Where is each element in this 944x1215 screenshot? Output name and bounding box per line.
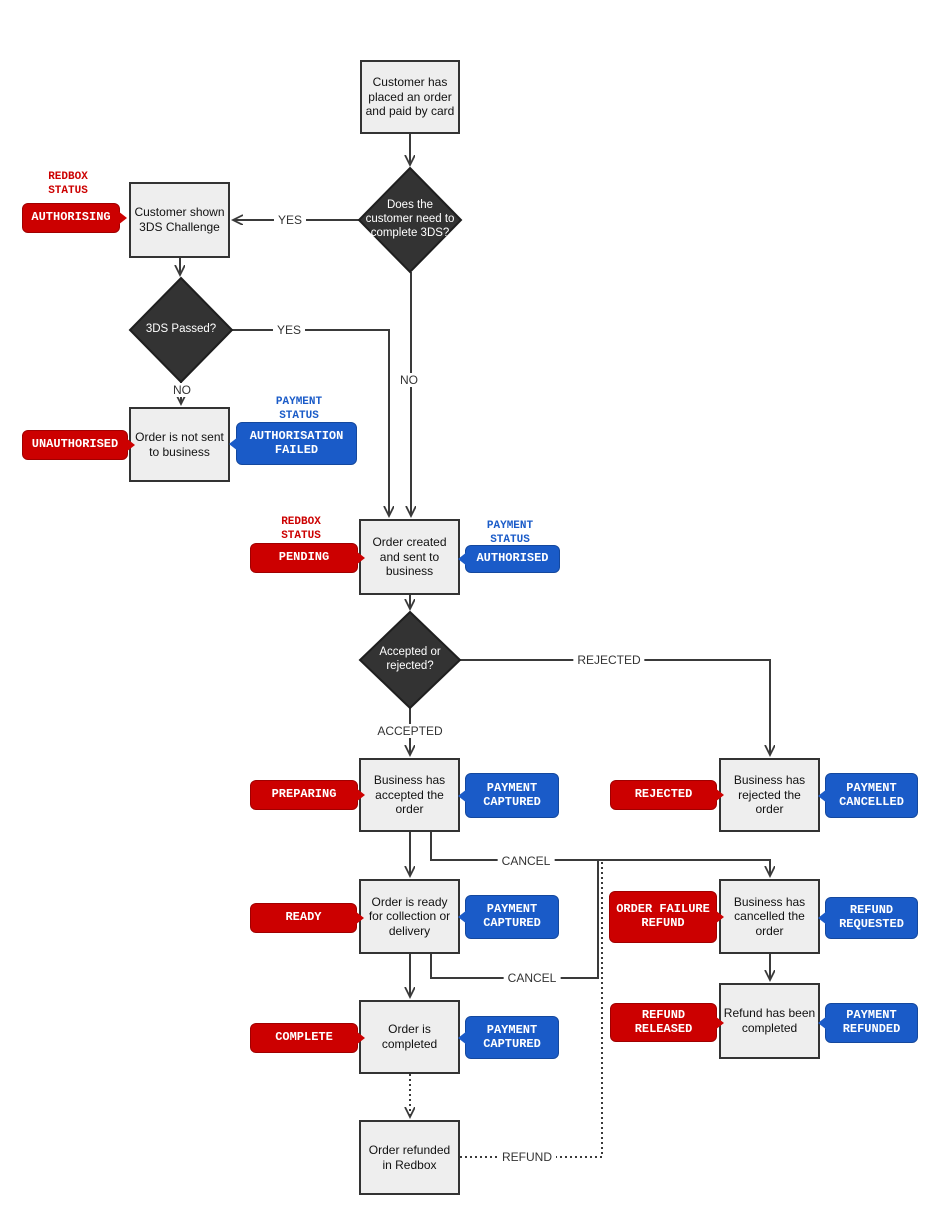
- redbox-badge-pending: PENDING: [250, 543, 358, 573]
- decision-3ds-passed-label: 3DS Passed?: [145, 323, 217, 336]
- node-not-sent: Order is not sent to business: [129, 407, 230, 482]
- edge-label-no-3ds: NO: [396, 373, 422, 387]
- node-shown-3ds: Customer shown 3DS Challenge: [129, 182, 230, 258]
- redbox-badge-refund-released: REFUND RELEASED: [610, 1003, 717, 1042]
- node-refund-completed: Refund has been completed: [719, 983, 820, 1059]
- decision-need-3ds-label: Does the customer need to complete 3DS?: [365, 199, 455, 239]
- redbox-badge-rejected: REJECTED: [610, 780, 717, 810]
- payment-status-header-1: PAYMENT STATUS: [275, 396, 323, 422]
- node-order-created: Order created and sent to business: [359, 519, 460, 595]
- edge-refund-path: [460, 862, 603, 1158]
- node-business-accepted: Business has accepted the order: [359, 758, 460, 832]
- edge-label-cancel-1: CANCEL: [497, 854, 555, 868]
- payment-badge-cancelled: PAYMENT CANCELLED: [825, 773, 918, 818]
- redbox-badge-order-failure-refund: ORDER FAILURE REFUND: [609, 891, 717, 943]
- node-customer-order: Customer has placed an order and paid by…: [360, 60, 460, 134]
- redbox-badge-preparing: PREPARING: [250, 780, 358, 810]
- edge-label-refund: REFUND: [498, 1150, 556, 1164]
- edge-label-no-passed: NO: [169, 383, 195, 397]
- decision-accepted-rejected-label: Accepted or rejected?: [379, 646, 441, 672]
- redbox-badge-authorising: AUTHORISING: [22, 203, 120, 233]
- node-order-ready: Order is ready for collection or deliver…: [359, 879, 460, 954]
- decision-accepted-rejected-shape: [358, 610, 462, 710]
- node-business-cancelled: Business has cancelled the order: [719, 879, 820, 954]
- edge-label-yes-3ds: YES: [273, 213, 307, 227]
- node-order-completed: Order is completed: [359, 1000, 460, 1074]
- edge-label-cancel-2: CANCEL: [503, 971, 561, 985]
- edge-rejected-path: [460, 659, 770, 754]
- payment-badge-authorisation-failed: AUTHORISATION FAILED: [236, 422, 357, 465]
- node-order-refunded: Order refunded in Redbox: [359, 1120, 460, 1195]
- redbox-status-header-1: REDBOX STATUS: [48, 171, 88, 197]
- decision-need-3ds-shape: [357, 166, 463, 274]
- payment-badge-refunded: PAYMENT REFUNDED: [825, 1003, 918, 1043]
- redbox-status-header-2: REDBOX STATUS: [281, 516, 321, 542]
- edge-cancel1-path: [430, 832, 770, 875]
- edge-label-rejected: REJECTED: [573, 653, 645, 667]
- node-business-rejected: Business has rejected the order: [719, 758, 820, 832]
- redbox-badge-ready: READY: [250, 903, 357, 933]
- edge-label-yes-passed: YES: [272, 323, 306, 337]
- decision-3ds-passed-shape: [128, 276, 234, 384]
- redbox-badge-complete: COMPLETE: [250, 1023, 358, 1053]
- edge-label-accepted: ACCEPTED: [373, 724, 447, 738]
- payment-badge-captured-2: PAYMENT CAPTURED: [465, 895, 559, 939]
- redbox-badge-unauthorised: UNAUTHORISED: [22, 430, 128, 460]
- payment-badge-refund-requested: REFUND REQUESTED: [825, 897, 918, 939]
- payment-badge-captured-3: PAYMENT CAPTURED: [465, 1016, 559, 1059]
- payment-badge-authorised: AUTHORISED: [465, 545, 560, 573]
- payment-badge-captured-1: PAYMENT CAPTURED: [465, 773, 559, 818]
- payment-status-header-2: PAYMENT STATUS: [486, 520, 534, 546]
